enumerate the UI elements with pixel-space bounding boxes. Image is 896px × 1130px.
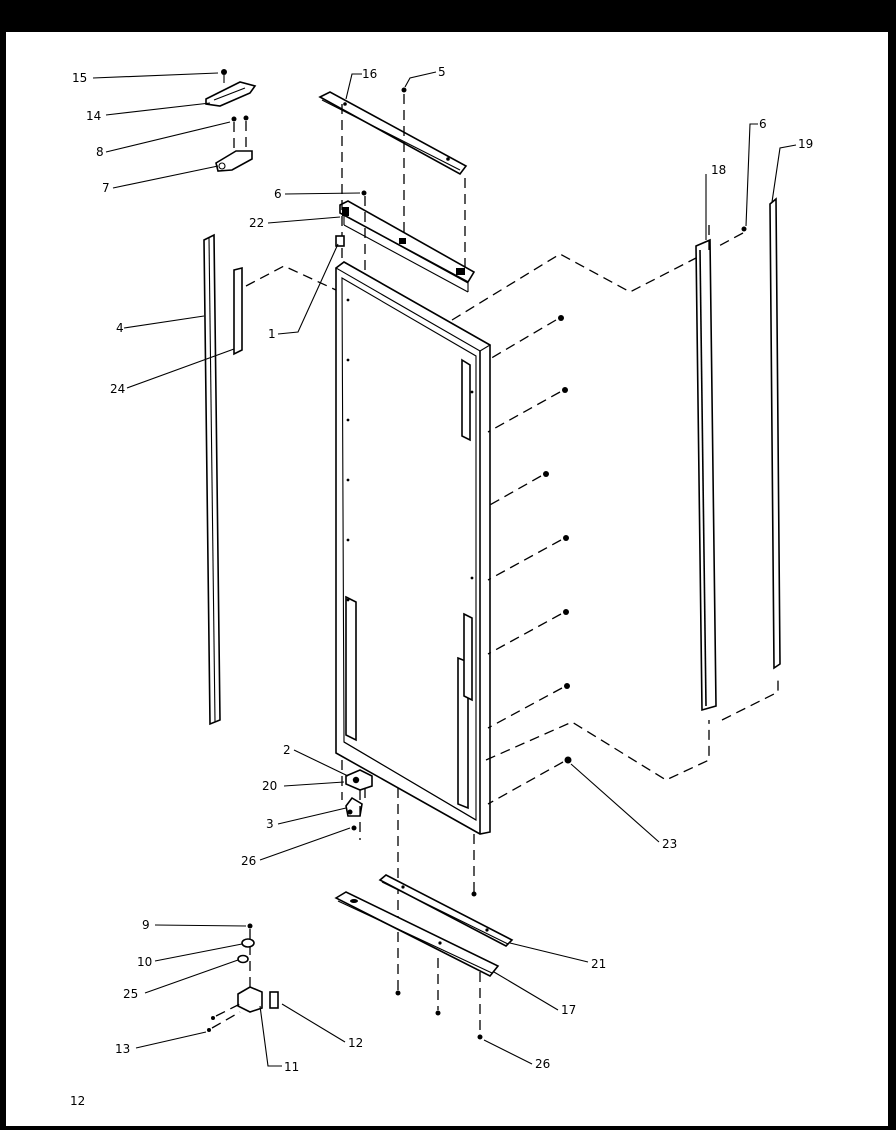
callout-26-bottom: 26 (535, 1057, 550, 1071)
top-hinge-assembly (205, 69, 257, 172)
callout-5: 5 (438, 65, 446, 79)
callout-14: 14 (86, 109, 101, 123)
callout-6-right: 6 (759, 117, 767, 131)
screw-15 (221, 69, 227, 75)
hinge-bracket-7 (215, 150, 253, 172)
leader-lines (92, 71, 797, 1067)
callout-24: 24 (110, 382, 125, 396)
insert-24 (233, 266, 243, 356)
callout-12: 12 (348, 1036, 363, 1050)
callout-labels: 15 14 8 7 16 5 6 22 1 4 24 18 6 19 2 20 … (70, 65, 813, 1108)
callout-6-top: 6 (274, 187, 282, 201)
callout-26-center: 26 (241, 854, 256, 868)
callout-1: 1 (268, 327, 276, 341)
part-1 (335, 235, 345, 247)
bottom-hinge-assembly (207, 923, 279, 1032)
callout-25: 25 (123, 987, 138, 1001)
right-strip-19 (769, 197, 781, 670)
callout-3: 3 (266, 817, 274, 831)
callout-8: 8 (96, 145, 104, 159)
bottom-rail-21 (378, 874, 514, 947)
callout-20: 20 (262, 779, 277, 793)
callout-19: 19 (798, 137, 813, 151)
top-rail-16 (318, 91, 468, 176)
screw-8a (231, 116, 237, 122)
callout-7: 7 (102, 181, 110, 195)
callout-21: 21 (591, 957, 606, 971)
page-number: 12 (70, 1094, 85, 1108)
callout-17: 17 (561, 1003, 576, 1017)
right-strip-18 (695, 238, 717, 712)
callout-13: 13 (115, 1042, 130, 1056)
callout-2: 2 (283, 743, 291, 757)
screw-6-right (741, 226, 747, 232)
screw-8b (243, 115, 249, 121)
callout-4: 4 (116, 321, 124, 335)
right-screws (487, 315, 572, 805)
callout-16: 16 (362, 67, 377, 81)
callout-11: 11 (284, 1060, 299, 1074)
screw-6-top (361, 190, 367, 196)
screw-5 (401, 87, 407, 93)
callout-10: 10 (137, 955, 152, 969)
bottom-rail-17 (334, 891, 500, 978)
callout-18: 18 (711, 163, 726, 177)
callout-22: 22 (249, 216, 264, 230)
callout-23: 23 (662, 837, 677, 851)
callout-9: 9 (142, 918, 150, 932)
door-frame (335, 261, 492, 835)
callout-15: 15 (72, 71, 87, 85)
upper-channel-22 (339, 200, 476, 293)
left-strip-4 (203, 233, 221, 726)
lower-pivot-assembly (345, 769, 373, 840)
